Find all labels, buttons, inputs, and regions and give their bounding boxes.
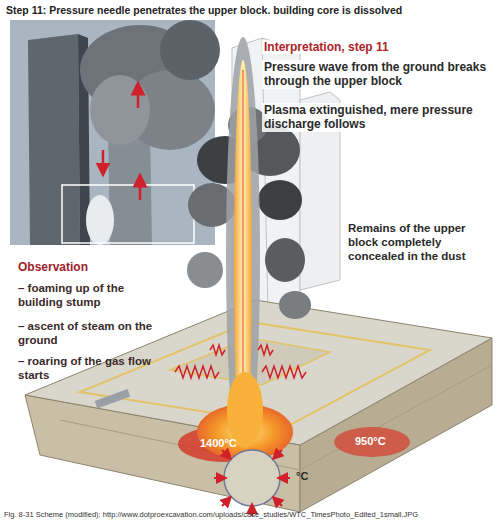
observation-item: – foaming up of the building stump — [18, 282, 168, 310]
pressure-source — [214, 450, 290, 516]
interpretation-note: Plasma extinguished, mere pressure disch… — [262, 103, 494, 132]
figure-title: Step 11: Pressure needle penetrates the … — [6, 4, 494, 17]
interpretation-note: Remains of the upper block completely co… — [346, 222, 496, 263]
inset-photo — [10, 20, 220, 245]
section-heading: Observation — [18, 260, 88, 274]
observation-item: – roaring of the gas flow starts — [18, 355, 168, 383]
temperature-label: 1400°C — [200, 437, 237, 450]
temperature-label: °C — [296, 470, 308, 483]
temperature-label: 950°C — [355, 435, 386, 448]
figure-caption: Fig. 8-31 Scheme (modified): http://www.… — [4, 510, 418, 519]
observation-item: – ascent of steam on the ground — [18, 320, 168, 348]
section-heading: Interpretation, step 11 — [262, 40, 391, 54]
interpretation-note: Pressure wave from the ground breaks thr… — [262, 60, 494, 89]
heat-zone — [178, 372, 410, 462]
shock-coil — [175, 345, 306, 378]
